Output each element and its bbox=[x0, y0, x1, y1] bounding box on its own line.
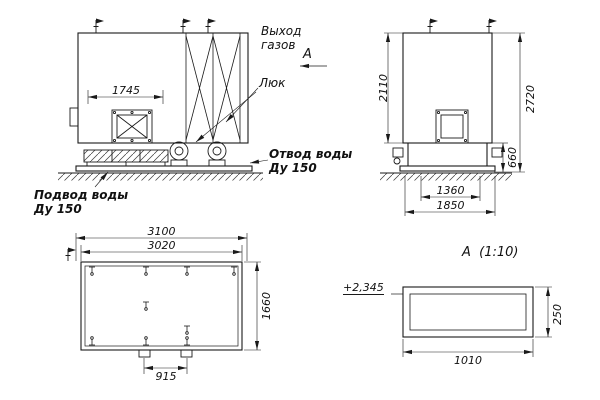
label-gas-outlet: Выход газов bbox=[261, 24, 302, 52]
label-water-inlet: Подвод воды Ду 150 bbox=[34, 188, 129, 216]
front-manhole-covers bbox=[169, 141, 227, 167]
section-inner-profile bbox=[409, 293, 527, 331]
section-dimension-lines bbox=[402, 286, 552, 357]
front-flue-panels bbox=[185, 33, 241, 143]
dim-250: 250 bbox=[551, 304, 564, 325]
front-body bbox=[77, 32, 249, 144]
top-body bbox=[80, 261, 243, 351]
section-title: А (1:10) bbox=[462, 245, 519, 260]
dim-1745: 1745 bbox=[112, 84, 140, 97]
dim-2110: 2110 bbox=[377, 74, 390, 102]
front-view bbox=[58, 18, 327, 188]
elevation-mark: +2,345 bbox=[343, 281, 384, 295]
front-leader-lines bbox=[94, 87, 269, 188]
front-manhole-door bbox=[111, 109, 153, 144]
side-manhole-door bbox=[435, 109, 469, 144]
lifting-lug-flags-side bbox=[427, 18, 497, 33]
front-base-frame bbox=[75, 165, 253, 172]
label-manhole: Люк bbox=[259, 76, 286, 90]
top-view-studs bbox=[89, 266, 237, 346]
side-dimension-lines bbox=[384, 32, 525, 216]
front-platform bbox=[83, 149, 169, 166]
dim-3020: 3020 bbox=[147, 239, 176, 252]
side-body bbox=[402, 32, 493, 144]
front-dimension-lines bbox=[87, 90, 164, 104]
lifting-lug-flags-front bbox=[93, 18, 216, 33]
ground-hatch-side bbox=[380, 173, 512, 181]
top-view bbox=[65, 233, 261, 374]
lifting-lug-flag-top bbox=[65, 247, 76, 261]
dim-3100: 3100 bbox=[147, 225, 176, 238]
support-tab-left bbox=[138, 349, 151, 358]
dim-1010: 1010 bbox=[454, 354, 482, 367]
label-water-outlet: Отвод воды Ду 150 bbox=[269, 147, 353, 175]
support-tab-right bbox=[180, 349, 193, 358]
dim-2720: 2720 bbox=[524, 85, 537, 113]
dim-1360: 1360 bbox=[436, 184, 465, 197]
dim-1850: 1850 bbox=[436, 199, 465, 212]
ground-hatch-front bbox=[58, 173, 263, 181]
front-side-bracket bbox=[69, 107, 79, 127]
side-base bbox=[392, 143, 503, 172]
side-view bbox=[380, 18, 525, 216]
dim-1660: 1660 bbox=[260, 292, 273, 320]
dim-660: 660 bbox=[506, 147, 519, 168]
dim-915: 915 bbox=[155, 370, 177, 383]
section-outer-profile bbox=[402, 286, 534, 338]
top-dimension-lines bbox=[75, 233, 261, 374]
view-a-arrow-label: А bbox=[303, 47, 312, 62]
section-view bbox=[391, 286, 552, 357]
